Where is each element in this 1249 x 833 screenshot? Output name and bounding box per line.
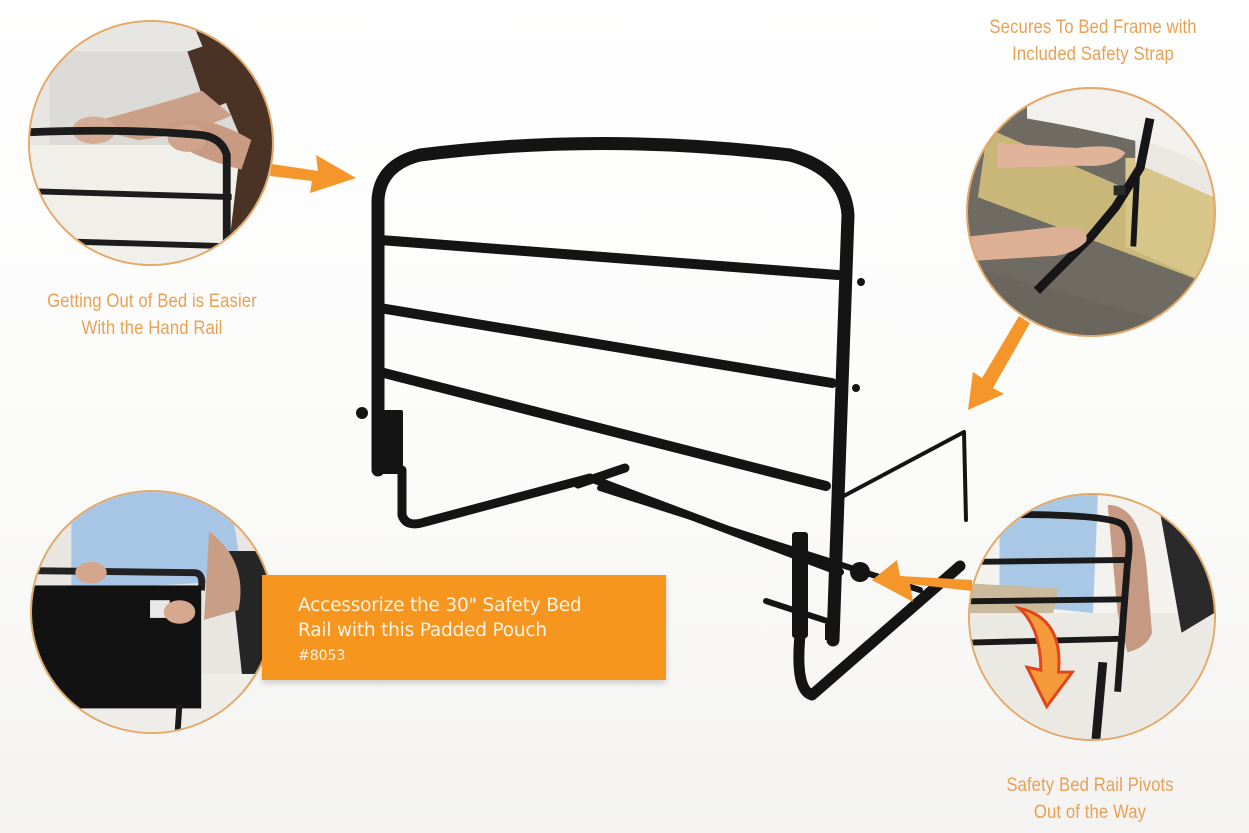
strap-illustration [968,89,1214,335]
hands-gripping-rail-illustration [30,22,272,264]
arrow-right-icon [270,155,356,193]
banner-line-1: Accessorize the 30" Safety Bed [298,595,582,616]
caption-hand-rail: Getting Out of Bed is Easier With the Ha… [31,288,274,342]
caption-hand-rail-line1: Getting Out of Bed is Easier [47,291,257,312]
caption-safety-strap-line1: Secures To Bed Frame with [989,17,1197,38]
padded-pouch-on-rail-photo [30,490,274,734]
caption-pivots-line1: Safety Bed Rail Pivots [1006,775,1174,796]
caption-safety-strap: Secures To Bed Frame with Included Safet… [964,14,1223,68]
arrow-down-left-icon [968,316,1030,410]
rail-pivoting-down-photo [968,493,1216,741]
caption-safety-strap-line2: Included Safety Strap [1012,44,1174,65]
pouch-accessory-banner[interactable]: Accessorize the 30" Safety Bed Rail with… [262,575,666,680]
arrow-left-icon [872,560,972,602]
pouch-illustration [32,492,272,732]
caption-pivots: Safety Bed Rail Pivots Out of the Way [984,772,1195,826]
caption-hand-rail-line2: With the Hand Rail [81,318,223,339]
strap-on-bed-frame-photo [966,87,1216,337]
banner-sku: #8053 [298,648,346,664]
hands-gripping-rail-photo [28,20,274,266]
caption-pivots-line2: Out of the Way [1033,802,1147,823]
banner-line-2: Rail with this Padded Pouch [298,620,547,641]
curved-arrow-down-icon [1014,605,1076,710]
pivot-illustration [970,495,1214,739]
